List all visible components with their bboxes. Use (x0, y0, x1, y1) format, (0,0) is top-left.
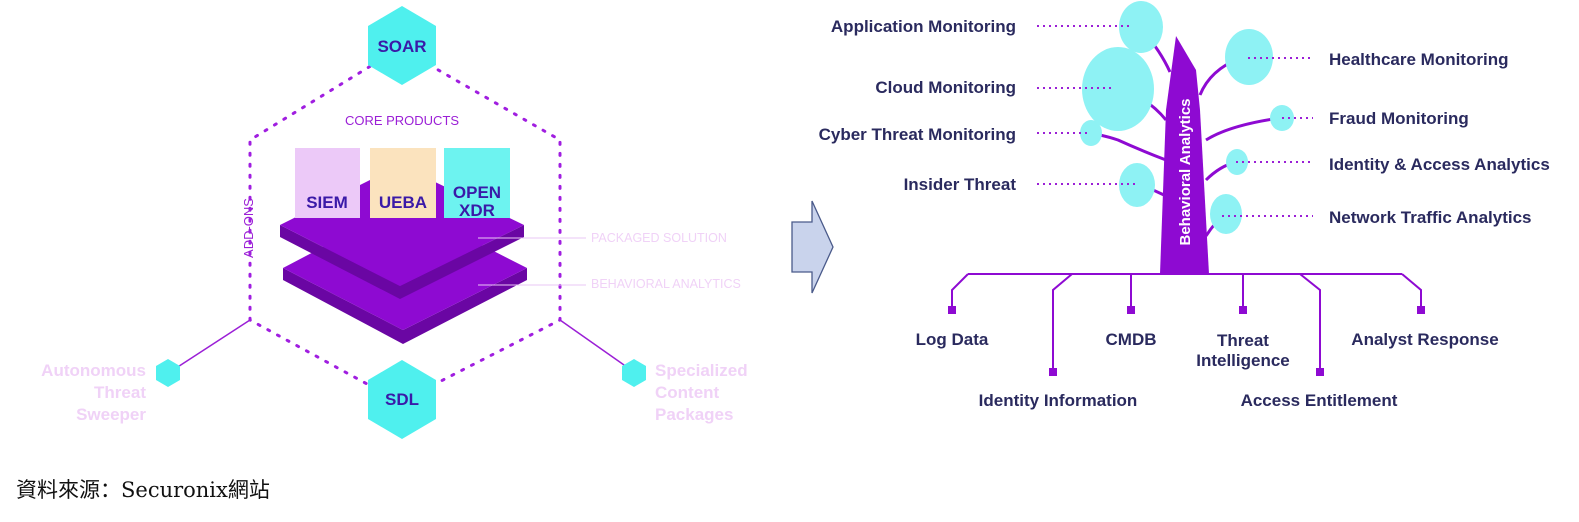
right-addon-line1: Specialized (655, 361, 748, 380)
right-branch-label-3: Network Traffic Analytics (1329, 208, 1532, 227)
tree-trunk (1160, 36, 1209, 274)
sdl-label: SDL (385, 390, 419, 409)
cyber-threat-bubble (1080, 120, 1102, 146)
soar-label: SOAR (377, 37, 426, 56)
sdl-hexagon (368, 360, 436, 439)
core-products-label: CORE PRODUCTS (345, 113, 459, 128)
right-addon-line3: Packages (655, 405, 733, 424)
packaged-solution-layer-side (280, 225, 524, 299)
application-monitoring-bubble (1119, 1, 1163, 53)
behavioral-analytics-label: BEHAVIORAL ANALYTICS (591, 277, 741, 291)
arrow-right-icon (791, 200, 834, 294)
left-branch-label-2: Cyber Threat Monitoring (819, 125, 1016, 144)
root-label-identity-information: Identity Information (979, 391, 1138, 410)
openxdr-box (444, 148, 510, 218)
source-caption: 資料來源：Securonix網站 (16, 478, 270, 502)
root-endpoints (948, 306, 1425, 376)
leader-lines (1037, 25, 1313, 217)
trunk-label: Behavioral Analytics (1177, 98, 1194, 245)
insider-threat-bubble (1119, 163, 1155, 207)
siem-label: SIEM (306, 193, 348, 212)
right-addon-line2: Content (655, 383, 720, 402)
root-label-cmdb: CMDB (1106, 330, 1157, 349)
openxdr-label-1: OPEN (453, 183, 501, 202)
openxdr-label-2: XDR (459, 201, 495, 220)
left-addon-hexagon (156, 359, 180, 387)
tree-roots (951, 273, 1422, 372)
ueba-box (370, 148, 436, 218)
ueba-label: UEBA (379, 193, 427, 212)
network-traffic-bubble (1210, 194, 1242, 234)
packaged-solution-label: PACKAGED SOLUTION (591, 231, 727, 245)
root-label-threat: Threat (1217, 331, 1269, 350)
addons-label: ADD-ONS (241, 198, 256, 258)
siem-box (295, 148, 360, 218)
left-addon-line2: Threat (94, 383, 146, 402)
right-branch-label-2: Identity & Access Analytics (1329, 155, 1550, 174)
cloud-monitoring-bubble (1082, 47, 1154, 131)
connector-left (169, 319, 251, 373)
left-branch-label-3: Insider Threat (904, 175, 1017, 194)
root-label-intelligence: Intelligence (1196, 351, 1290, 370)
left-branch-label-0: Application Monitoring (831, 17, 1016, 36)
root-label-access-entitlement: Access Entitlement (1241, 391, 1398, 410)
left-addon-line3: Sweeper (76, 405, 146, 424)
soar-hexagon (368, 6, 436, 85)
connector-right (559, 319, 635, 373)
right-addon-hexagon (622, 359, 646, 387)
root-label-log-data: Log Data (916, 330, 989, 349)
behavioral-analytics-layer-side (283, 268, 527, 344)
root-label-analyst-response: Analyst Response (1351, 330, 1498, 349)
left-branch-label-1: Cloud Monitoring (875, 78, 1016, 97)
right-branch-label-1: Fraud Monitoring (1329, 109, 1469, 128)
left-addon-line1: Autonomous (41, 361, 146, 380)
right-branch-label-0: Healthcare Monitoring (1329, 50, 1508, 69)
